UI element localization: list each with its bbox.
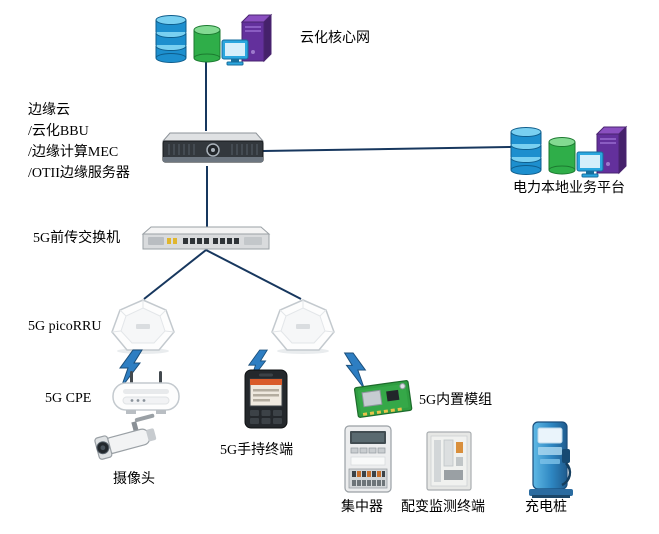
power-platform-label: 电力本地业务平台 <box>513 181 625 196</box>
switch-label: 5G前传交换机 <box>33 231 121 246</box>
cloud-core-icon <box>155 13 273 66</box>
camera-icon <box>94 413 157 460</box>
storage-cylinder-icon <box>548 137 576 175</box>
lightning-icon <box>343 352 367 390</box>
rack-server-icon <box>161 132 265 163</box>
picorru-right-node <box>268 297 338 355</box>
storage-cylinder-icon <box>193 25 221 63</box>
concentrator-node <box>343 424 393 496</box>
charging-pile-node <box>526 419 576 499</box>
concentrator-label: 集中器 <box>341 500 383 515</box>
monitoring-terminal-icon <box>426 431 472 491</box>
core-cloud-label: 云化核心网 <box>300 31 370 46</box>
module-node <box>352 374 414 422</box>
edge-cloud-label-line3: /边缘计算MEC <box>28 145 119 160</box>
pcb-module-icon <box>353 380 413 418</box>
monitoring-terminal-node <box>425 430 473 492</box>
wireless-link-module <box>342 352 368 390</box>
edge-cloud-label: 边缘云 /云化BBU /边缘计算MEC /OTII边缘服务器 <box>28 100 130 184</box>
connection-switch-to-rru-left <box>143 249 207 300</box>
connection-server-to-platform <box>262 146 512 152</box>
concentrator-icon <box>344 425 392 493</box>
picorru-device-icon <box>111 299 175 354</box>
picorru-device-icon <box>271 299 335 354</box>
monitoring-terminal-label: 配变监测终端 <box>401 500 485 515</box>
picorru-left-node <box>108 297 178 355</box>
handheld-terminal-icon <box>244 369 288 429</box>
cpe-node <box>110 370 182 420</box>
database-stack-icon <box>155 15 187 63</box>
handheld-label: 5G手持终端 <box>220 443 294 458</box>
workstation-icon <box>221 39 249 66</box>
connection-switch-to-rru-right <box>205 249 302 300</box>
power-platform-node <box>505 122 635 180</box>
network-switch-icon <box>141 226 271 250</box>
edge-cloud-label-line4: /OTII边缘服务器 <box>28 166 130 181</box>
switch-node <box>141 224 271 254</box>
camera-node <box>90 413 168 469</box>
server-tower-icon <box>240 13 273 63</box>
handheld-node <box>243 368 289 430</box>
cpe-device-icon <box>112 371 180 414</box>
database-stack-icon <box>510 127 542 175</box>
picorru-label: 5G picoRRU <box>28 319 102 334</box>
camera-label: 摄像头 <box>113 472 155 487</box>
power-platform-icon <box>510 125 628 178</box>
charging-pile-icon <box>529 421 573 498</box>
edge-cloud-label-line1: 边缘云 <box>28 103 70 118</box>
edge-cloud-label-line2: /云化BBU <box>28 124 89 139</box>
workstation-icon <box>576 151 604 178</box>
cpe-label: 5G CPE <box>45 391 92 406</box>
core-cloud-node <box>150 10 280 68</box>
edge-server-node <box>160 128 265 168</box>
charging-pile-label: 充电桩 <box>525 500 567 515</box>
module-label: 5G内置模组 <box>419 393 493 408</box>
